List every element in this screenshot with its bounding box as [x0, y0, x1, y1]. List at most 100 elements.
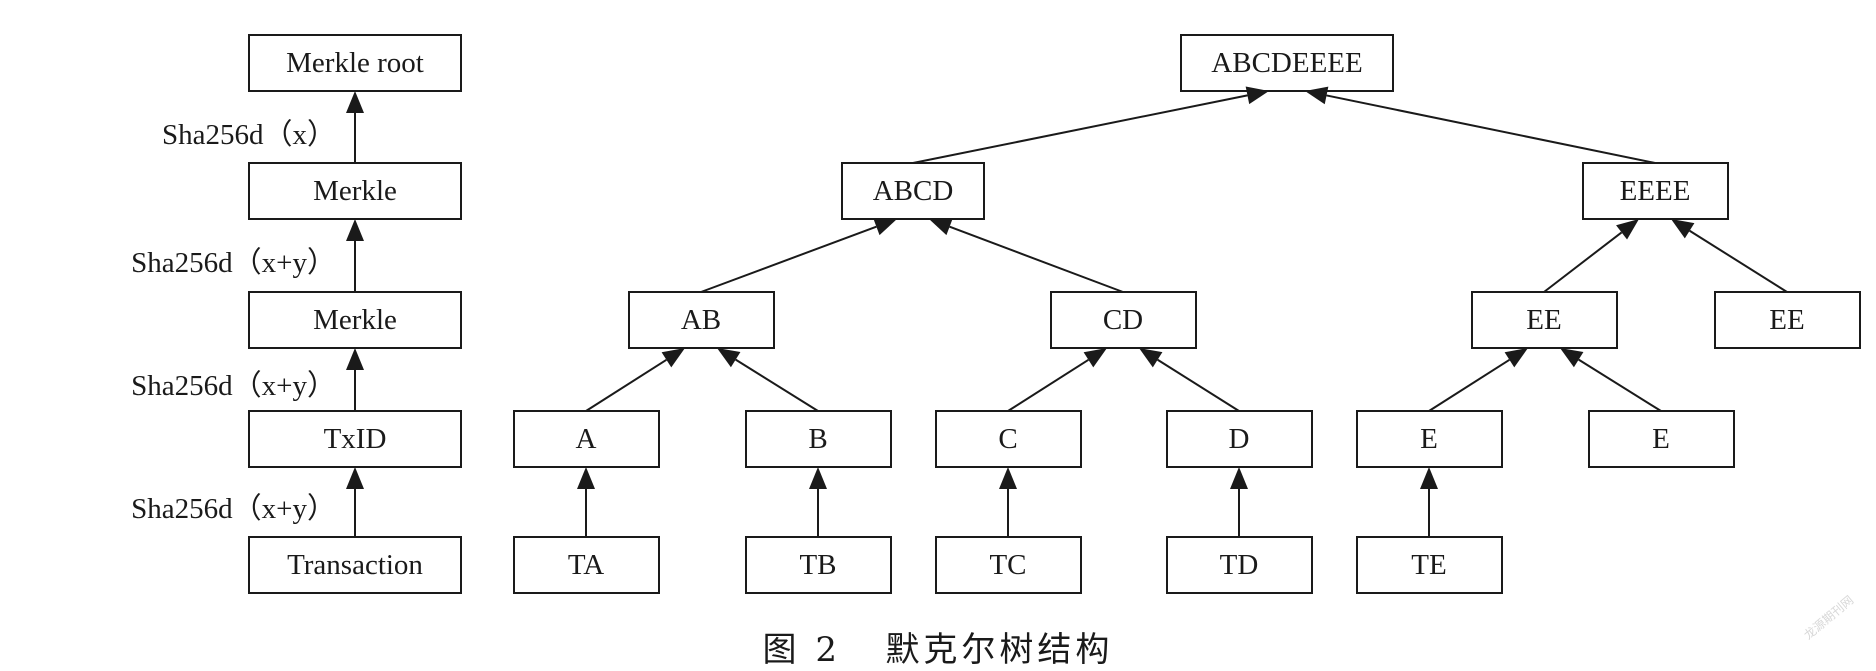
edge-a-to-ab	[585, 348, 685, 412]
arrowhead-icon	[929, 218, 953, 236]
arrowhead-icon	[1616, 219, 1639, 240]
svg-text:D: D	[1229, 423, 1250, 455]
arrow-line	[1157, 358, 1240, 412]
edge-tc-to-c	[999, 467, 1017, 537]
edge-transaction-to-txid	[346, 467, 364, 537]
figure-number: 图 2	[762, 630, 841, 670]
node-ee-right: EE	[1714, 291, 1861, 349]
arrow-line	[1543, 231, 1623, 293]
node-tc: TC	[935, 536, 1082, 594]
arrowhead-icon	[1671, 219, 1695, 239]
arrowhead-icon	[577, 467, 595, 489]
step-label-sha256d-xy-2: Sha256d（x+y）	[131, 370, 336, 402]
arrow-line	[1428, 358, 1510, 412]
arrowhead-icon	[717, 348, 741, 368]
arrowhead-icon	[809, 467, 827, 489]
edge-merkle-upper-to-root	[346, 91, 364, 163]
svg-text:ABCDEEEE: ABCDEEEE	[1211, 47, 1362, 79]
edge-txid-to-merkle-lower	[346, 348, 364, 411]
node-e-left: E	[1356, 410, 1503, 468]
node-transaction: Transaction	[248, 536, 462, 594]
arrow-line	[585, 358, 667, 412]
edge-cd-to-abcd	[929, 218, 1124, 293]
arrowhead-icon	[1083, 348, 1107, 368]
edge-abcd-to-abcdeeee	[912, 86, 1269, 164]
edge-te-to-e	[1420, 467, 1438, 537]
edge-c-to-cd	[1007, 348, 1107, 412]
arrow-line	[700, 225, 877, 293]
svg-text:EE: EE	[1769, 304, 1804, 336]
arrowhead-icon	[999, 467, 1017, 489]
figure-title: 默克尔树结构	[885, 630, 1114, 670]
node-abcd: ABCD	[841, 162, 985, 220]
node-merkle-upper: Merkle	[248, 162, 462, 220]
edge-ta-to-a	[577, 467, 595, 537]
arrowhead-icon	[661, 348, 685, 368]
edge-eeee-to-abcdeeee	[1305, 86, 1656, 164]
arrow-line	[735, 358, 819, 412]
svg-text:TB: TB	[799, 549, 836, 581]
svg-text:TxID: TxID	[324, 423, 387, 455]
arrow-line	[949, 225, 1124, 293]
arrowhead-icon	[1560, 348, 1584, 368]
node-e-right: E	[1588, 410, 1735, 468]
svg-text:Merkle: Merkle	[313, 175, 397, 207]
node-b: B	[745, 410, 892, 468]
arrowhead-icon	[873, 218, 897, 236]
arrowhead-icon	[1420, 467, 1438, 489]
arrow-line	[1578, 358, 1662, 412]
arrowhead-icon	[1230, 467, 1248, 489]
node-merkle-lower: Merkle	[248, 291, 462, 349]
edge-merkle-lower-to-merkle-upper	[346, 219, 364, 292]
svg-text:ABCD: ABCD	[873, 175, 954, 207]
svg-text:Merkle root: Merkle root	[286, 47, 424, 79]
node-txid: TxID	[248, 410, 462, 468]
edge-ab-to-abcd	[700, 218, 897, 293]
arrowhead-icon	[346, 91, 364, 113]
edge-b-to-ab	[717, 348, 819, 412]
step-label-sha256d-xy-3: Sha256d（x+y）	[131, 493, 336, 525]
edge-td-to-d	[1230, 467, 1248, 537]
node-a: A	[513, 410, 660, 468]
arrowhead-icon	[346, 467, 364, 489]
edge-ee-right-to-eeee	[1671, 219, 1788, 293]
svg-text:C: C	[998, 423, 1017, 455]
node-cd: CD	[1050, 291, 1197, 349]
figure-caption: 图 2 默克尔树结构	[0, 622, 1876, 671]
step-label-sha256d-xy-1: Sha256d（x+y）	[131, 247, 336, 279]
node-ab: AB	[628, 291, 775, 349]
svg-text:A: A	[576, 423, 597, 455]
svg-text:TD: TD	[1220, 549, 1259, 581]
svg-text:CD: CD	[1103, 304, 1143, 336]
node-eeee: EEEE	[1582, 162, 1729, 220]
svg-text:EE: EE	[1526, 304, 1561, 336]
node-c: C	[935, 410, 1082, 468]
arrowhead-icon	[1504, 348, 1528, 368]
svg-text:AB: AB	[681, 304, 721, 336]
arrowhead-icon	[1139, 348, 1163, 368]
node-te: TE	[1356, 536, 1503, 594]
svg-text:TC: TC	[989, 549, 1026, 581]
svg-text:EEEE: EEEE	[1620, 175, 1691, 207]
arrowhead-icon	[346, 219, 364, 241]
arrowhead-icon	[346, 348, 364, 370]
step-label-sha256d-x: Sha256d（x）	[162, 119, 336, 151]
arrowhead-icon	[1305, 86, 1329, 105]
node-ta: TA	[513, 536, 660, 594]
arrow-line	[1007, 358, 1089, 412]
edge-e-right-to-ee	[1560, 348, 1662, 412]
svg-text:E: E	[1652, 423, 1670, 455]
svg-text:Transaction: Transaction	[287, 549, 423, 581]
node-td: TD	[1166, 536, 1313, 594]
svg-text:TE: TE	[1411, 549, 1446, 581]
svg-text:TA: TA	[568, 549, 604, 581]
edge-e-left-to-ee	[1428, 348, 1528, 412]
arrowhead-icon	[1245, 86, 1269, 105]
svg-text:E: E	[1420, 423, 1438, 455]
arrow-line	[1326, 94, 1656, 164]
arrow-line	[1689, 229, 1788, 293]
node-d: D	[1166, 410, 1313, 468]
edges-layer	[346, 86, 1788, 537]
svg-text:B: B	[808, 423, 827, 455]
